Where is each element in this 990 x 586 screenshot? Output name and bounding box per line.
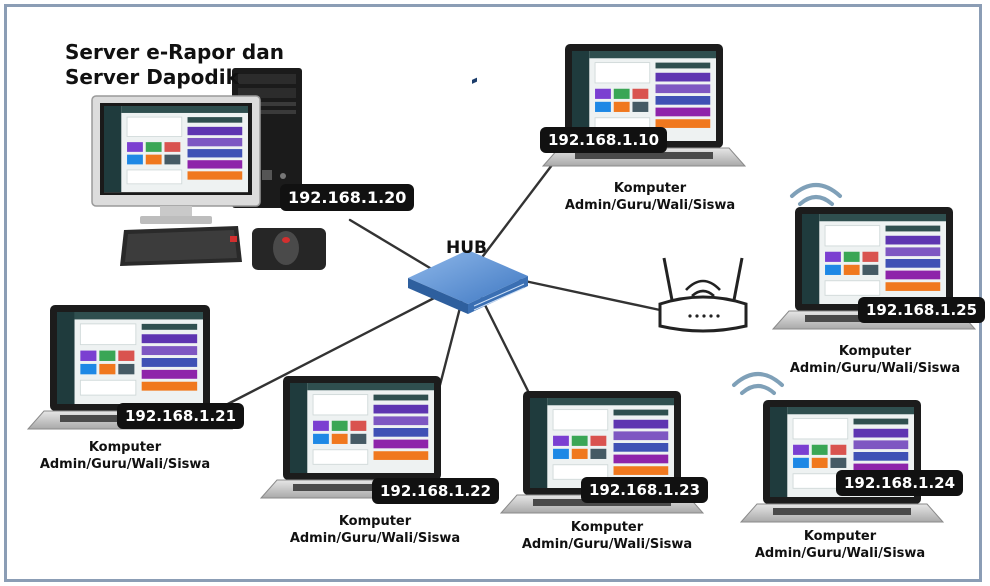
client-caption: Komputer Admin/Guru/Wali/Siswa <box>30 439 220 473</box>
server-keyboard <box>120 226 242 266</box>
server-ip-badge: 192.168.1.20 <box>280 184 415 211</box>
client-caption-line1: Komputer <box>613 181 687 196</box>
laptop-keys <box>575 152 713 159</box>
server-monitor <box>91 95 261 224</box>
laptop-screen <box>289 382 435 474</box>
client-caption-line2: Admin/Guru/Wali/Siswa <box>564 198 736 213</box>
client-caption-line1: Komputer <box>88 440 162 455</box>
client-caption-line2: Admin/Guru/Wali/Siswa <box>789 361 961 376</box>
wifi-icon <box>732 183 842 395</box>
cable-router <box>518 278 662 312</box>
client-caption-line2: Admin/Guru/Wali/Siswa <box>289 531 461 546</box>
client-ip-badge: 192.168.1.10 <box>540 127 668 153</box>
cable-client-23 <box>478 293 532 397</box>
client-caption: Komputer Admin/Guru/Wali/Siswa <box>555 180 745 214</box>
client-caption-line2: Admin/Guru/Wali/Siswa <box>754 546 926 561</box>
cable-client-10 <box>478 163 554 262</box>
client-caption-line1: Komputer <box>838 344 912 359</box>
client-caption-line2: Admin/Guru/Wali/Siswa <box>521 537 693 552</box>
laptop-screen <box>801 213 947 305</box>
server-title: Server e-Rapor dan Server Dapodik <box>65 40 284 90</box>
hub-label: HUB <box>446 238 487 258</box>
client-ip-badge: 192.168.1.22 <box>372 478 500 504</box>
laptop-screen <box>529 397 675 489</box>
client-caption: Komputer Admin/Guru/Wali/Siswa <box>745 528 935 562</box>
laptop-group <box>26 44 977 523</box>
client-caption-line1: Komputer <box>570 520 644 535</box>
router <box>658 257 748 333</box>
client-ip-badge: 192.168.1.24 <box>836 470 964 496</box>
client-ip-badge: 192.168.1.21 <box>117 403 245 429</box>
client-caption: Komputer Admin/Guru/Wali/Siswa <box>280 513 470 547</box>
cable-client-22 <box>438 298 464 387</box>
client-caption: Komputer Admin/Guru/Wali/Siswa <box>780 343 970 377</box>
server-title-line2: Server Dapodik <box>65 65 239 89</box>
client-caption: Komputer Admin/Guru/Wali/Siswa <box>512 519 702 553</box>
laptop-keys <box>773 508 911 515</box>
cable-client-21 <box>218 293 442 410</box>
server-title-line1: Server e-Rapor dan <box>65 40 284 64</box>
laptop-computer <box>739 400 945 523</box>
hub-switch <box>408 77 528 314</box>
client-caption-line2: Admin/Guru/Wali/Siswa <box>39 457 211 472</box>
client-ip-badge: 192.168.1.23 <box>581 477 709 503</box>
diagram-frame <box>4 4 982 582</box>
cable-lines <box>218 163 662 410</box>
cable-server <box>348 218 432 270</box>
laptop-keys <box>293 484 431 491</box>
server-mouse <box>252 228 326 270</box>
client-caption-line1: Komputer <box>338 514 412 529</box>
client-ip-badge: 192.168.1.25 <box>858 297 986 323</box>
laptop-screen <box>56 311 204 405</box>
client-caption-line1: Komputer <box>803 529 877 544</box>
